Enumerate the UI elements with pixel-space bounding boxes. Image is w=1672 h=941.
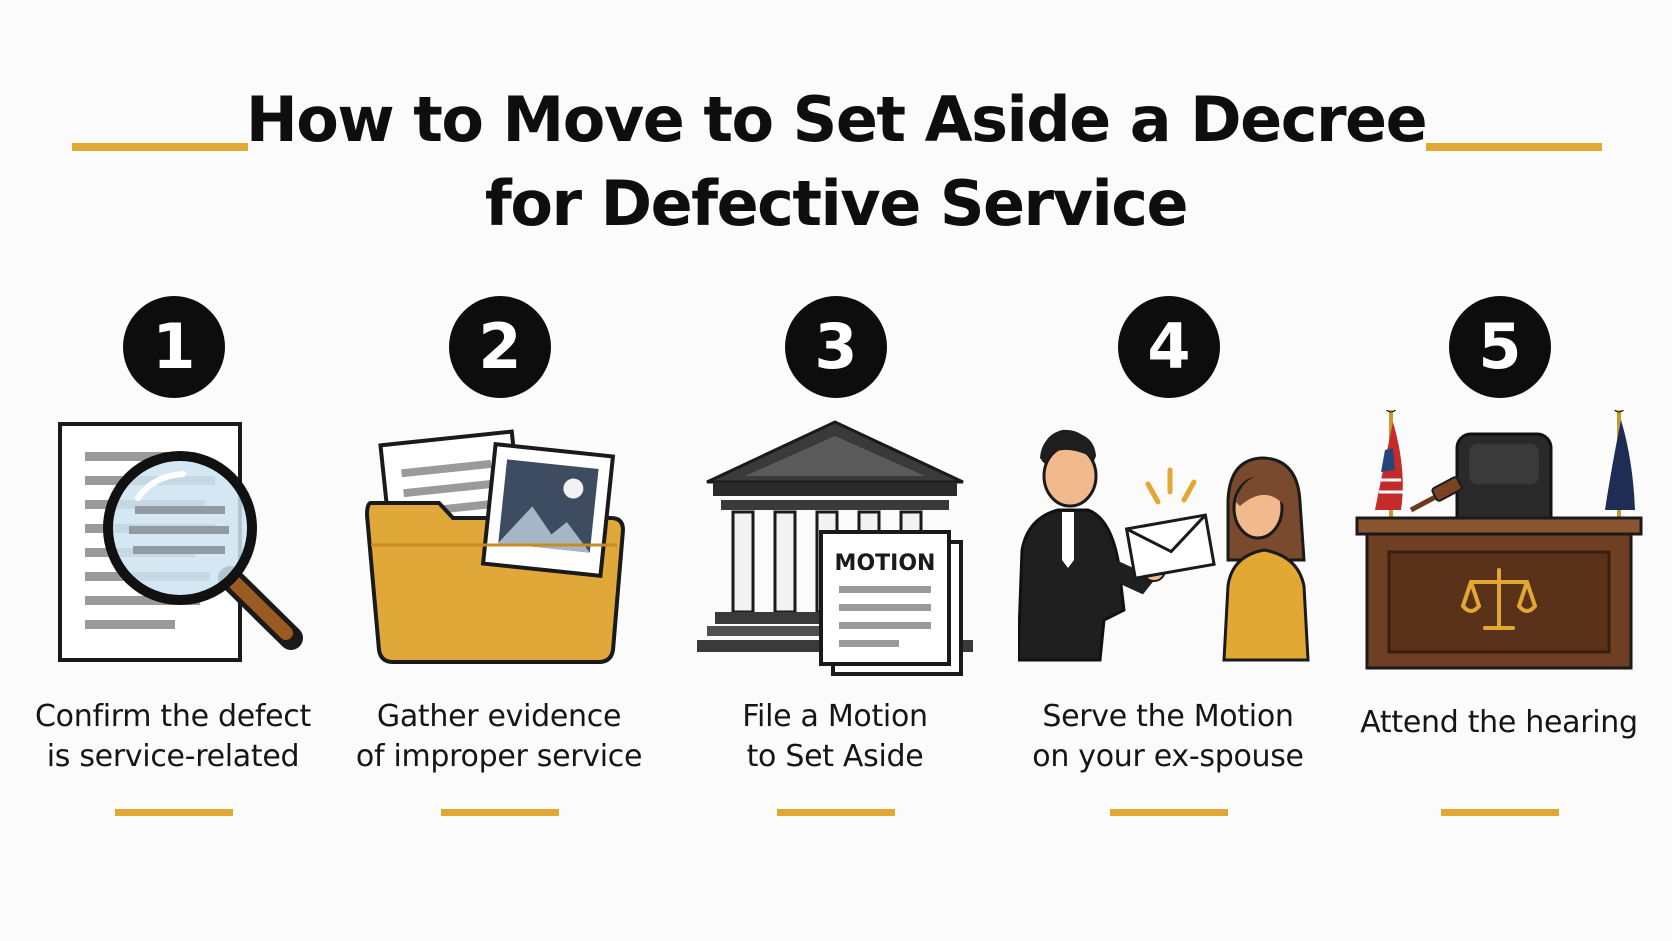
- courtroom-bench-icon: [1355, 410, 1643, 670]
- step-caption: Serve the Motion on your ex-spouse: [1032, 699, 1304, 774]
- step-number-badge: 4: [1118, 296, 1220, 398]
- title-line-2: for Defective Service: [484, 167, 1189, 240]
- step-caption: File a Motion to Set Aside: [742, 699, 928, 774]
- step-caption: Attend the hearing: [1360, 705, 1638, 740]
- step-5: 5 Attend the h: [1334, 0, 1664, 941]
- document-magnifier-icon: [58, 422, 303, 662]
- step-number-badge: 2: [449, 296, 551, 398]
- title-rule-right: [1426, 143, 1602, 151]
- step-3: 3 MOTION File a Motion to Set Aside: [670, 0, 1000, 941]
- step-rule: [1441, 809, 1559, 816]
- step-4: 4 Serve the Motion on your ex-spouse: [1003, 0, 1333, 941]
- step-rule: [441, 809, 559, 816]
- title-rule-left: [72, 143, 248, 151]
- courthouse-motion-icon: MOTION: [697, 420, 973, 676]
- step-rule: [777, 809, 895, 816]
- step-number-badge: 5: [1449, 296, 1551, 398]
- evidence-folder-icon: [364, 429, 626, 664]
- step-caption: Confirm the defect is service-related: [35, 699, 311, 774]
- title-line-1: How to Move to Set Aside a Decree: [245, 83, 1428, 156]
- step-number-badge: 3: [785, 296, 887, 398]
- step-1: 1 Confirm the defect is service-related: [8, 0, 338, 941]
- step-rule: [1110, 809, 1228, 816]
- page-title: How to Move to Set Aside a Decree for De…: [0, 78, 1672, 246]
- step-rule: [115, 809, 233, 816]
- step-2: 2 Gather evidence of improper service: [334, 0, 664, 941]
- step-caption: Gather evidence of improper service: [355, 699, 643, 774]
- step-number-badge: 1: [123, 296, 225, 398]
- motion-document-label: MOTION: [835, 551, 936, 576]
- serve-envelope-icon: [1018, 429, 1310, 662]
